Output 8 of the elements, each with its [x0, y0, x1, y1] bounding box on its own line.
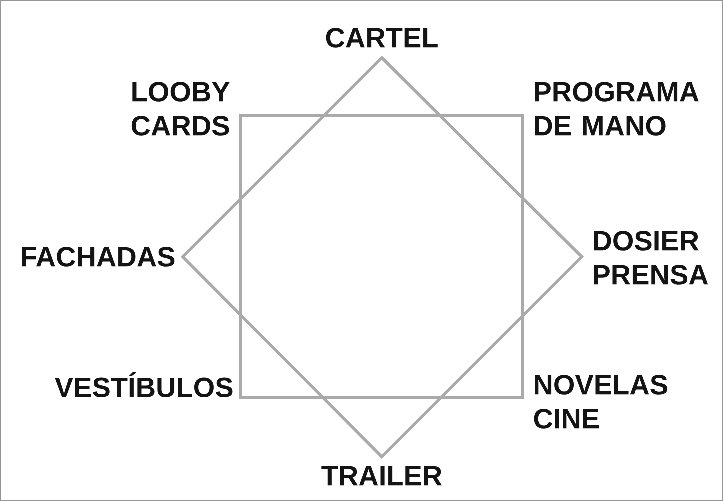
vertex-label: FACHADAS [22, 247, 175, 267]
vertex-label: CARTEL [326, 28, 438, 48]
vertex-label: NOVELAS CINE [534, 375, 668, 429]
vertex-label: TRAILER [322, 466, 442, 486]
vertex-label: LOOBY CARDS [132, 82, 230, 136]
vertex-label: DOSIER PRENSA [594, 231, 708, 285]
vertex-label: VESTÍBULOS [55, 372, 233, 398]
vertex-label: PROGRAMA DE MANO [535, 82, 699, 136]
